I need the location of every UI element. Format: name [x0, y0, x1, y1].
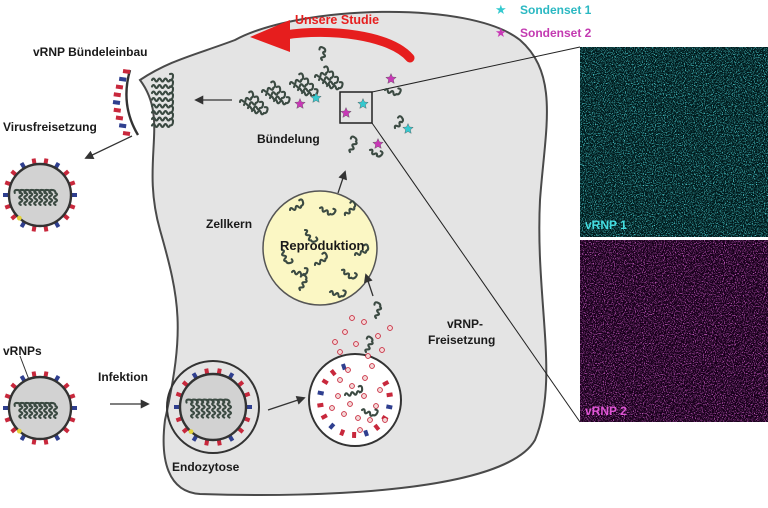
arrow-assembly-to-release: [86, 136, 132, 158]
open-endosome-spike: [317, 405, 323, 406]
budding-spike: [114, 94, 121, 95]
protein-particle: [350, 316, 355, 321]
protein-particle: [346, 368, 351, 373]
panel-vrnp2-noise: [580, 240, 768, 422]
probe1-label: Sondenset 1: [520, 3, 591, 17]
protein-particle: [378, 388, 383, 393]
protein-particle: [333, 340, 338, 345]
study-label: Unsere Studie: [295, 13, 379, 27]
budding-spike: [113, 102, 120, 103]
bundling-label: Bündelung: [257, 132, 320, 146]
budding-spike: [123, 133, 130, 134]
protein-particle: [338, 378, 343, 383]
vrnp-release-label-line2: Freisetzung: [428, 333, 495, 347]
protein-particle: [338, 350, 343, 355]
protein-particle: [380, 348, 385, 353]
virus-infecting-m2: [17, 429, 22, 434]
open-endosome-spike: [322, 415, 327, 418]
virus-released-m2: [17, 216, 22, 221]
protein-particle: [348, 402, 353, 407]
protein-particle: [350, 384, 355, 389]
assembly-label: vRNP Bündeleinbau: [33, 45, 147, 59]
endocytosis-label: Endozytose: [172, 460, 239, 474]
infection-label: Infektion: [98, 370, 148, 384]
protein-particle: [362, 320, 367, 325]
protein-particle: [358, 428, 363, 433]
virus-release-label: Virusfreisetzung: [3, 120, 97, 134]
nucleus-label: Zellkern: [206, 217, 252, 231]
vrnp-release-label-line1: vRNP-: [447, 317, 483, 331]
protein-particle: [343, 330, 348, 335]
reproduction-label: Reproduktion: [280, 238, 365, 253]
budding-spike: [119, 125, 126, 126]
protein-particle: [362, 394, 367, 399]
protein-particle: [366, 354, 371, 359]
protein-particle: [376, 334, 381, 339]
budding-spike: [116, 87, 123, 88]
protein-particle: [356, 416, 361, 421]
probe1-star-icon: ★: [495, 2, 507, 18]
budding-spike: [119, 79, 126, 80]
probe2-star-icon: ★: [495, 25, 507, 41]
probe2-label: Sondenset 2: [520, 26, 591, 40]
panel1-label: vRNP 1: [585, 218, 627, 232]
budding-spike: [123, 71, 130, 72]
protein-particle: [388, 326, 393, 331]
panel2-label: vRNP 2: [585, 404, 627, 418]
open-endosome-spike: [386, 406, 392, 407]
protein-particle: [368, 418, 373, 423]
open-endosome-spike: [341, 430, 343, 436]
open-endosome-spike: [365, 430, 367, 436]
budding-spike: [116, 118, 123, 119]
open-endosome-spike: [323, 380, 328, 383]
protein-particle: [336, 394, 341, 399]
open-endosome-spike: [318, 392, 324, 393]
open-endosome-spike: [387, 394, 393, 395]
protein-particle: [370, 364, 375, 369]
protein-particle: [330, 406, 335, 411]
panel-vrnp1-noise: [580, 47, 768, 237]
protein-particle: [363, 376, 368, 381]
protein-particle: [354, 342, 359, 347]
virus-endosome-m2: [189, 429, 194, 434]
open-endosome-spike: [343, 364, 345, 370]
protein-particle: [342, 412, 347, 417]
budding-spike: [114, 110, 121, 111]
vrnps-label: vRNPs: [3, 344, 42, 358]
protein-particle: [374, 404, 379, 409]
protein-particle: [383, 418, 388, 423]
open-endosome-spike: [383, 382, 388, 385]
budding-membrane: [126, 70, 138, 135]
